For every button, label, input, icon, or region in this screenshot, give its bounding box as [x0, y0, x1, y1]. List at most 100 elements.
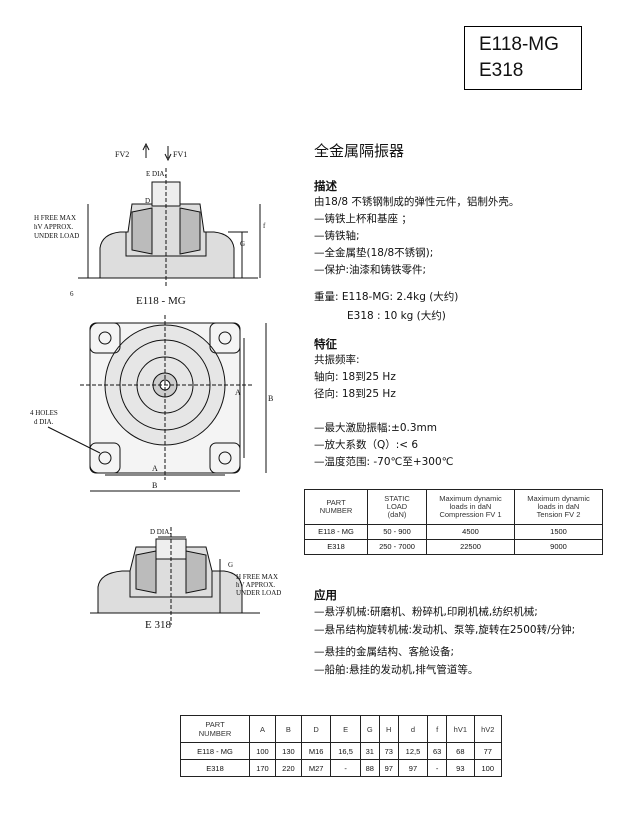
- desc-list: 由18/8 不锈钢制成的弹性元件，铝制外壳。 —铸铁上杯和基座 ； —铸铁轴; …: [314, 194, 519, 279]
- dims-col-header: D: [300, 715, 332, 743]
- table-cell: 9000: [514, 539, 603, 555]
- applications-list: —悬浮机械:研磨机、粉碎机,印刷机械,纺织机械; —悬吊结构旋转机械:发动机、泵…: [314, 603, 575, 679]
- loads-col-header: PART NUMBER: [304, 489, 368, 525]
- label-g: G: [240, 240, 245, 248]
- application-line: —船舶:悬挂的发动机,排气管道等。: [314, 664, 479, 676]
- feature-line: 共振频率:: [314, 354, 360, 366]
- dims-col-header: E: [330, 715, 361, 743]
- table-cell: 220: [274, 759, 302, 777]
- label-fv1: FV1: [173, 150, 187, 159]
- features-list: 共振频率: 轴向: 18到25 Hz 径向: 18到25 Hz: [314, 352, 396, 403]
- label-hv-approx: hV APPROX.: [34, 223, 73, 231]
- table-cell: 97: [378, 759, 399, 777]
- desc-line: 由18/8 不锈钢制成的弹性元件，铝制外壳。: [314, 196, 520, 208]
- application-line: —悬挂的金属结构、客舱设备;: [314, 646, 455, 658]
- label-e318-d-dia: D DIA.: [150, 528, 171, 536]
- feature-line: 轴向: 18到25 Hz: [314, 371, 396, 383]
- label-f: f: [263, 222, 266, 230]
- label-a-vertical: A: [235, 388, 241, 397]
- dims-col-header: d: [397, 715, 429, 743]
- label-b-vertical: B: [268, 394, 273, 403]
- caption-e118: E118 - MG: [136, 295, 186, 307]
- loads-col-header: Maximum dynamic loads in daN Tension FV …: [514, 489, 603, 525]
- table-cell: E118 - MG: [304, 524, 368, 540]
- caption-e318: E 318: [145, 619, 171, 631]
- dims-col-header: A: [249, 715, 276, 743]
- product-code-2: E318: [479, 60, 524, 81]
- desc-line: —全金属垫(18/8不锈钢);: [314, 247, 434, 259]
- dims-col-header: hV2: [473, 715, 503, 743]
- table-row: E318 250 - 7000 22500 9000: [304, 539, 603, 555]
- dims-col-header: PART NUMBER: [180, 715, 250, 743]
- desc-line: —铸铁上杯和基座 ；: [314, 213, 412, 225]
- table-cell: -: [427, 759, 448, 777]
- table-cell: 68: [446, 742, 475, 760]
- dims-col-header: H: [378, 715, 399, 743]
- drawing-plan-view: 4 HOLES d DIA. A B A B: [30, 315, 273, 492]
- desc-heading: 描述: [314, 179, 337, 193]
- table-cell: 130: [274, 742, 302, 760]
- label-small-d-dia: d DIA.: [34, 418, 54, 426]
- weight-line-2: E318 : 10 kg (大约): [347, 310, 446, 322]
- label-e318-hv-approx: hV APPROX.: [236, 581, 275, 589]
- application-line: —悬浮机械:研磨机、粉碎机,印刷机械,纺织机械;: [314, 606, 538, 618]
- label-six: 6: [70, 290, 74, 298]
- loads-header-row: PART NUMBER STATIC LOAD (daN) Maximum dy…: [304, 489, 603, 525]
- spec-line: —温度范围: -70℃至+300℃: [314, 456, 454, 468]
- spec-line: —最大激励振幅:±0.3mm: [314, 422, 437, 434]
- table-cell: 97: [397, 759, 429, 777]
- spec-line: —放大系数（Q）:< 6: [314, 439, 419, 451]
- table-row: E118 - MG 50 - 900 4500 1500: [304, 524, 603, 540]
- label-e318-g: G: [228, 561, 233, 569]
- desc-line: —铸铁轴;: [314, 230, 360, 242]
- table-cell: 93: [446, 759, 475, 777]
- desc-line: —保护:油漆和铸铁零件;: [314, 264, 427, 276]
- table-cell: 50 - 900: [367, 524, 427, 540]
- label-under-load: UNDER LOAD: [34, 232, 79, 240]
- dims-header-row: PART NUMBER A B D E G H d f hV1 hV2: [180, 715, 503, 743]
- spec-list: —最大激励振幅:±0.3mm —放大系数（Q）:< 6 —温度范围: -70℃至…: [314, 420, 453, 471]
- table-cell: 100: [249, 742, 276, 760]
- dims-col-header: G: [359, 715, 380, 743]
- features-heading: 特征: [314, 337, 337, 351]
- table-cell: E318: [180, 759, 250, 777]
- table-cell: 4500: [426, 524, 515, 540]
- table-cell: 22500: [426, 539, 515, 555]
- weight-line-1: 重量: E118-MG: 2.4kg (大约): [314, 291, 459, 303]
- loads-col-header: Maximum dynamic loads in daN Compression…: [426, 489, 515, 525]
- table-cell: 100: [473, 759, 503, 777]
- drawing-e318-section: D DIA. G H FREE MAX hV APPROX. UNDER LOA…: [90, 527, 281, 631]
- label-e-dia: E DIA.: [146, 170, 166, 178]
- table-cell: M16: [300, 742, 332, 760]
- table-cell: E318: [304, 539, 368, 555]
- table-cell: 77: [473, 742, 503, 760]
- table-cell: 1500: [514, 524, 603, 540]
- loads-col-header: STATIC LOAD (daN): [367, 489, 427, 525]
- table-row: E118 - MG 100 130 M16 16,5 31 73 12,5 63…: [180, 742, 503, 760]
- application-line: —悬吊结构旋转机械:发动机、泵等,旋转在2500转/分钟;: [314, 624, 576, 636]
- label-b-horizontal: B: [152, 481, 157, 490]
- table-cell: M27: [300, 759, 332, 777]
- table-cell: 12,5: [397, 742, 429, 760]
- table-cell: 170: [249, 759, 276, 777]
- loads-table: PART NUMBER STATIC LOAD (daN) Maximum dy…: [304, 489, 603, 555]
- label-h-free: H FREE MAX: [34, 214, 76, 222]
- label-a-horizontal: A: [152, 464, 158, 473]
- table-cell: -: [330, 759, 361, 777]
- applications-heading: 应用: [314, 588, 337, 602]
- dimensions-table: PART NUMBER A B D E G H d f hV1 hV2 E118…: [180, 715, 503, 777]
- table-cell: 16,5: [330, 742, 361, 760]
- feature-line: 径向: 18到25 Hz: [314, 388, 396, 400]
- label-fv2: FV2: [115, 150, 129, 159]
- table-cell: 250 - 7000: [367, 539, 427, 555]
- table-cell: 88: [359, 759, 380, 777]
- table-cell: 73: [378, 742, 399, 760]
- table-cell: 63: [427, 742, 448, 760]
- table-cell: 31: [359, 742, 380, 760]
- product-code-box: E118-MG E318: [464, 26, 582, 90]
- label-holes: 4 HOLES: [30, 409, 58, 417]
- page-title: 全金属隔振器: [314, 142, 405, 160]
- table-cell: E118 - MG: [180, 742, 250, 760]
- label-e318-under-load: UNDER LOAD: [236, 589, 281, 597]
- dims-col-header: hV1: [446, 715, 475, 743]
